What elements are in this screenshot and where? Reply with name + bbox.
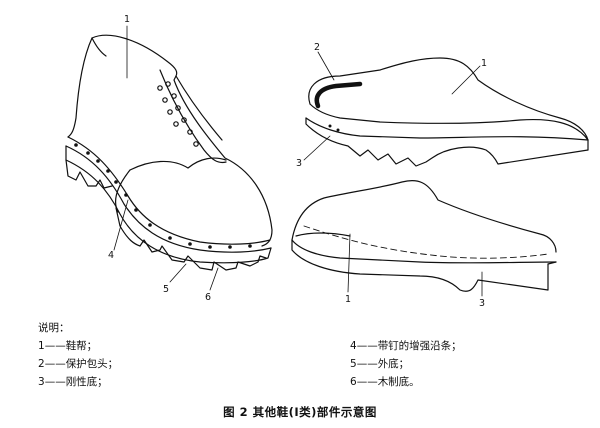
callout-labels: 1 4 5 6 2 1 3 1 3 bbox=[108, 14, 487, 309]
label-toe-2: 2 bbox=[314, 42, 320, 53]
label-boot-1: 1 bbox=[124, 14, 130, 25]
boot-drawing bbox=[65, 25, 273, 291]
legend-item-1: 1——鞋帮； bbox=[38, 340, 98, 352]
label-toe-3: 3 bbox=[296, 158, 302, 169]
label-lower-1: 1 bbox=[345, 294, 351, 305]
label-toe-1: 1 bbox=[481, 58, 487, 69]
legend-item-3: 3——刚性底； bbox=[38, 376, 108, 388]
legend-item-5: 5——外底； bbox=[350, 358, 410, 370]
label-boot-6: 6 bbox=[205, 292, 211, 303]
label-boot-4: 4 bbox=[108, 250, 114, 261]
legend-item-6: 6——木制底。 bbox=[350, 376, 420, 388]
legend-heading: 说明： bbox=[38, 322, 70, 334]
toe-cap-shoe-drawing bbox=[303, 51, 589, 167]
label-lower-3: 3 bbox=[479, 298, 485, 309]
figure-caption: 图 2 其他鞋(Ⅰ类)部件示意图 bbox=[223, 405, 377, 419]
parts-diagram: 1 4 5 6 2 1 3 1 3 bbox=[65, 14, 589, 309]
legend-item-2: 2——保护包头； bbox=[38, 358, 119, 370]
boot-eyelets bbox=[157, 81, 199, 147]
legend-item-4: 4——带钉的增强沿条； bbox=[350, 340, 462, 352]
rigid-sole-shoe-drawing bbox=[291, 179, 557, 297]
label-boot-5: 5 bbox=[163, 284, 169, 295]
welt-nails bbox=[74, 143, 252, 249]
